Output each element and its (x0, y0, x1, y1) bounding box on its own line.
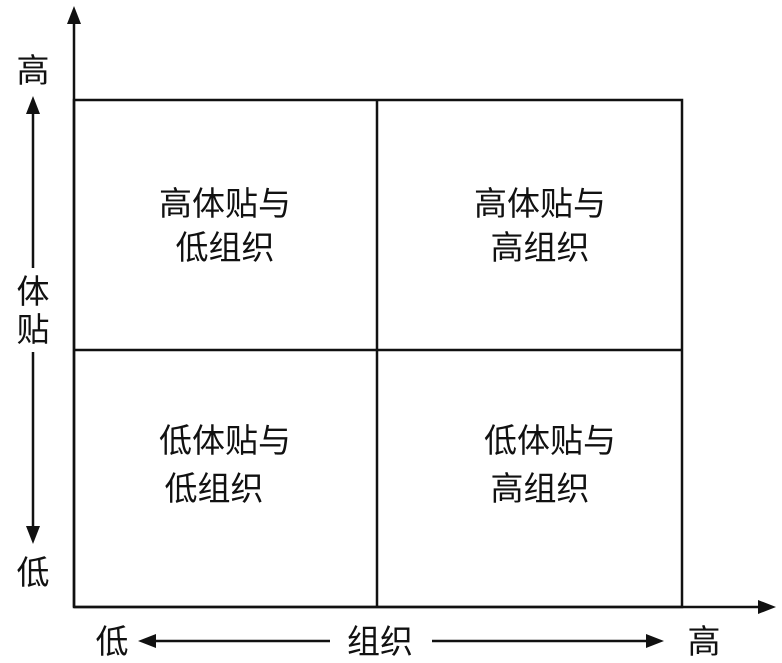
quadrant-label-line: 低体贴与 (484, 421, 616, 460)
y-axis-arrow-icon (67, 6, 81, 24)
quadrant-label-line: 低组织 (165, 469, 264, 508)
quadrant-bottom-left: 低体贴与 低组织 (159, 421, 291, 508)
quadrant-bottom-right: 低体贴与 高组织 (484, 421, 616, 508)
x-axis-low-label: 低 (96, 622, 129, 661)
x-dimension-left-arrow-icon (138, 634, 156, 648)
quadrant-label-line: 高体贴与 (159, 184, 291, 223)
y-axis-label-bottom: 贴 (17, 310, 50, 349)
quadrant-top-right: 高体贴与 高组织 (474, 184, 606, 267)
x-axis-high-label: 高 (688, 622, 721, 661)
y-axis-high-label: 高 (17, 51, 50, 90)
quadrant-label-line: 高组织 (491, 228, 590, 267)
y-axis-low-label: 低 (17, 553, 50, 592)
x-axis-label: 组织 (347, 622, 413, 661)
quadrant-label-line: 高组织 (491, 469, 590, 508)
quadrant-label-line: 低组织 (176, 228, 275, 267)
y-dimension-up-arrow-icon (26, 96, 40, 114)
quadrant-label-line: 低体贴与 (159, 421, 291, 460)
x-dimension-right-arrow-icon (646, 634, 664, 648)
x-axis-arrow-icon (758, 600, 776, 614)
quadrant-top-left: 高体贴与 低组织 (159, 184, 291, 267)
y-dimension-down-arrow-icon (26, 526, 40, 544)
y-axis-label-top: 体 (17, 272, 50, 311)
quadrant-label-line: 高体贴与 (474, 184, 606, 223)
